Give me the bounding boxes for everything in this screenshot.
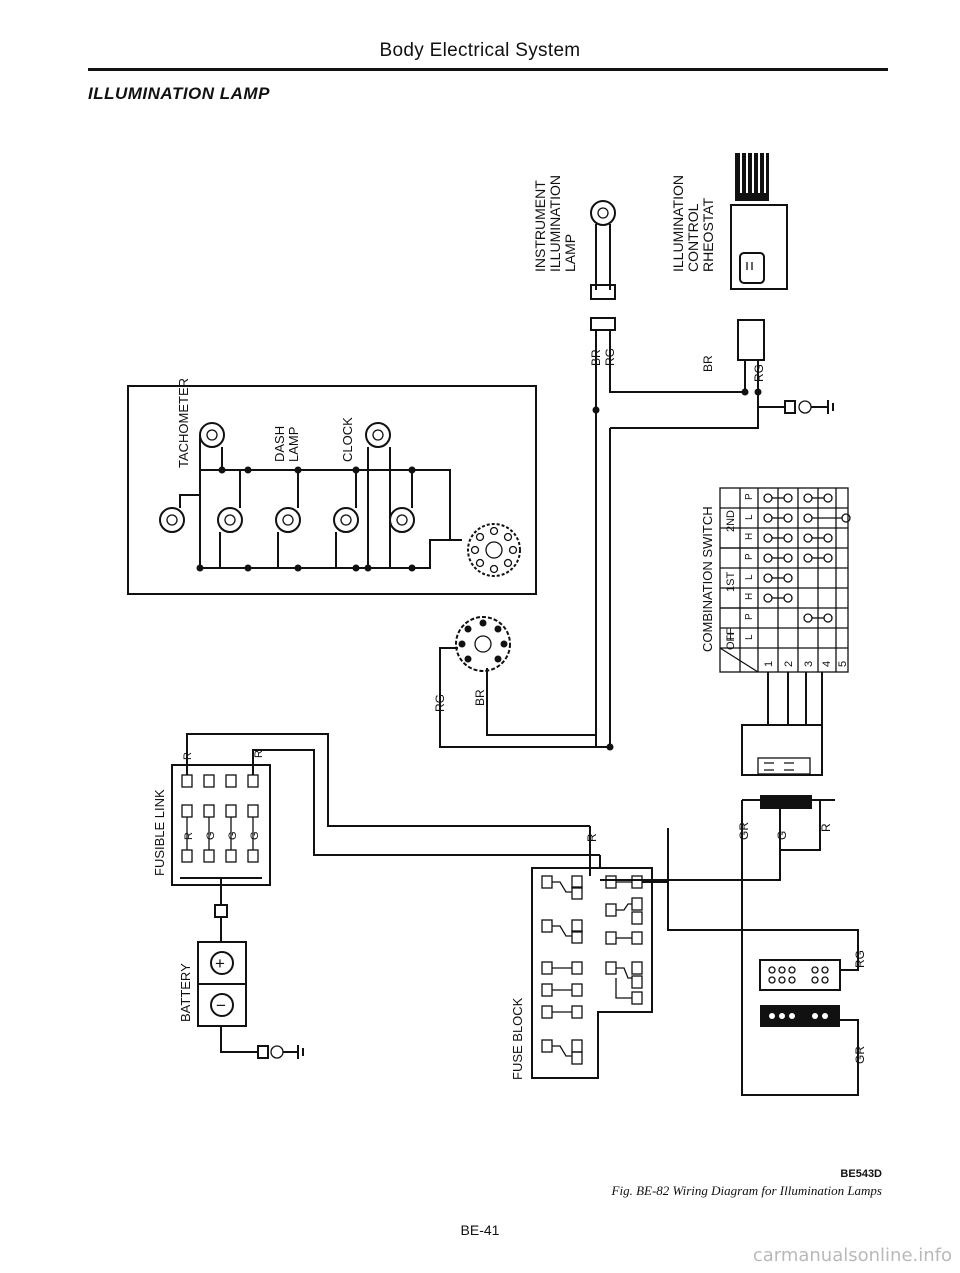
- rheostat-label-line3: RHEOSTAT: [700, 197, 716, 272]
- switch-terminal-3: 3: [803, 661, 815, 667]
- wire-label-br-2: BR: [701, 355, 715, 372]
- wire-label-rg-2: RG: [752, 364, 766, 382]
- instrument-lamp-label-line2: ILLUMINATION: [547, 175, 563, 272]
- rheostat-body-icon: [730, 204, 788, 290]
- wire-label-g-fl-2: G: [227, 831, 239, 840]
- instrument-lamp-label-line3: LAMP: [562, 234, 578, 272]
- wire-label-r-fl-top-2: R: [253, 750, 265, 758]
- switch-header-p-3: P: [744, 613, 755, 620]
- wire-label-gr-2: GR: [853, 1046, 867, 1064]
- switch-header-h-3: H: [726, 633, 737, 640]
- wire-label-r-1: R: [819, 823, 833, 832]
- tachometer-bulb-icon: [199, 422, 225, 448]
- section-title: ILLUMINATION LAMP: [88, 84, 270, 103]
- side-connector-lower-icon: [760, 1005, 840, 1027]
- combination-switch-connector-icon: [741, 724, 823, 776]
- wire-label-g-fl-3: G: [249, 831, 261, 840]
- switch-contacts: [763, 493, 851, 623]
- rheostat-label-line1: ILLUMINATION: [670, 175, 686, 272]
- instrument-lamp-label-line1: INSTRUMENT: [532, 180, 548, 272]
- side-connectors: RG GR: [667, 828, 867, 1096]
- instrument-lamp-connector-icon: [590, 284, 616, 300]
- wire-label-rg-3: RG: [433, 694, 447, 712]
- battery-label: BATTERY: [178, 963, 193, 1022]
- figure-code: BE543D: [840, 1168, 882, 1180]
- meter-bulb-2-icon: [217, 507, 243, 533]
- meter-connector-icon: [467, 523, 521, 577]
- switch-header-p-1: P: [744, 493, 755, 500]
- dash-lamp-label-line2: LAMP: [286, 427, 301, 462]
- fusible-link: FUSIBLE LINK R G G G R R R: [152, 733, 600, 918]
- switch-terminal-4: 4: [821, 661, 833, 667]
- meter-cluster: TACHOMETER DASH LAMP CLOCK: [127, 378, 537, 595]
- page-header-title: Body Electrical System: [379, 40, 581, 61]
- wire-label-g-fl-1: G: [205, 831, 217, 840]
- fuse-block-label: FUSE BLOCK: [510, 997, 525, 1080]
- fusible-link-label: FUSIBLE LINK: [152, 789, 167, 876]
- meter-bulb-3-icon: [275, 507, 301, 533]
- fuse-block: FUSE BLOCK: [510, 826, 668, 1080]
- tachometer-label: TACHOMETER: [176, 378, 191, 468]
- wire-label-gr-1: GR: [737, 822, 751, 840]
- switch-header-l-1: L: [744, 514, 755, 520]
- switch-terminal-2: 2: [783, 661, 795, 667]
- switch-header-2nd: 2ND: [725, 510, 737, 532]
- combination-switch-label: COMBINATION SWITCH: [700, 506, 715, 652]
- switch-terminal-1: 1: [763, 661, 775, 667]
- wire-label-r-2: R: [585, 833, 599, 842]
- instrument-lamp-plug-icon: [590, 317, 616, 331]
- meter-bulb-1-icon: [159, 507, 185, 533]
- wire-label-br-1: BR: [589, 349, 603, 366]
- side-connector-upper-icon: [759, 959, 841, 991]
- illumination-control-rheostat: ILLUMINATION CONTROL RHEOSTAT BR RG: [610, 153, 834, 429]
- switch-header-p-2: P: [744, 553, 755, 560]
- harness-connector-icon: [455, 616, 511, 672]
- wire-label-rg-4: RG: [853, 950, 867, 968]
- page-number: BE-41: [460, 1222, 500, 1238]
- switch-header-off: OFF: [725, 628, 737, 650]
- battery: BATTERY + −: [178, 917, 304, 1059]
- wire-label-r-fl-1: R: [183, 832, 195, 840]
- wire-label-br-3: BR: [473, 689, 487, 706]
- clock-label: CLOCK: [340, 417, 355, 462]
- br-trunk-wire: [592, 406, 614, 751]
- battery-minus-terminal: −: [216, 996, 226, 1015]
- meter-bulb-5-icon: [389, 507, 415, 533]
- switch-header-l-3: L: [744, 634, 755, 640]
- dash-lamp-label-line1: DASH: [272, 426, 287, 462]
- fuse-left-column: [541, 875, 583, 1065]
- instrument-lamp-bulb-icon: [590, 200, 616, 226]
- switch-header-l-2: L: [744, 574, 755, 580]
- instrument-illumination-lamp: INSTRUMENT ILLUMINATION LAMP BR RG: [532, 175, 745, 410]
- combination-switch: COMBINATION SWITCH 2ND 1ST OFF P L H P L…: [600, 487, 851, 930]
- battery-plus-terminal: +: [215, 954, 225, 973]
- switch-header-h-2: H: [744, 593, 755, 600]
- rheostat-connector-icon: [737, 319, 765, 361]
- meter-bulb-4-icon: [333, 507, 359, 533]
- footer-watermark[interactable]: carmanualsonline.info: [752, 1245, 952, 1266]
- fuse-right-column: [605, 875, 643, 1005]
- wire-label-g-1: G: [775, 831, 789, 840]
- harness-connector: RG BR: [433, 616, 596, 748]
- switch-plug-icon: [760, 795, 812, 809]
- header-rule: [88, 68, 888, 71]
- switch-header-1st: 1ST: [725, 572, 737, 592]
- switch-terminal-5: 5: [837, 661, 849, 667]
- wire-label-rg-1: RG: [603, 348, 617, 366]
- figure-caption: Fig. BE-82 Wiring Diagram for Illuminati…: [611, 1183, 882, 1198]
- switch-header-h-1: H: [744, 533, 755, 540]
- clock-bulb-icon: [365, 422, 391, 448]
- rheostat-label-line2: CONTROL: [685, 203, 701, 272]
